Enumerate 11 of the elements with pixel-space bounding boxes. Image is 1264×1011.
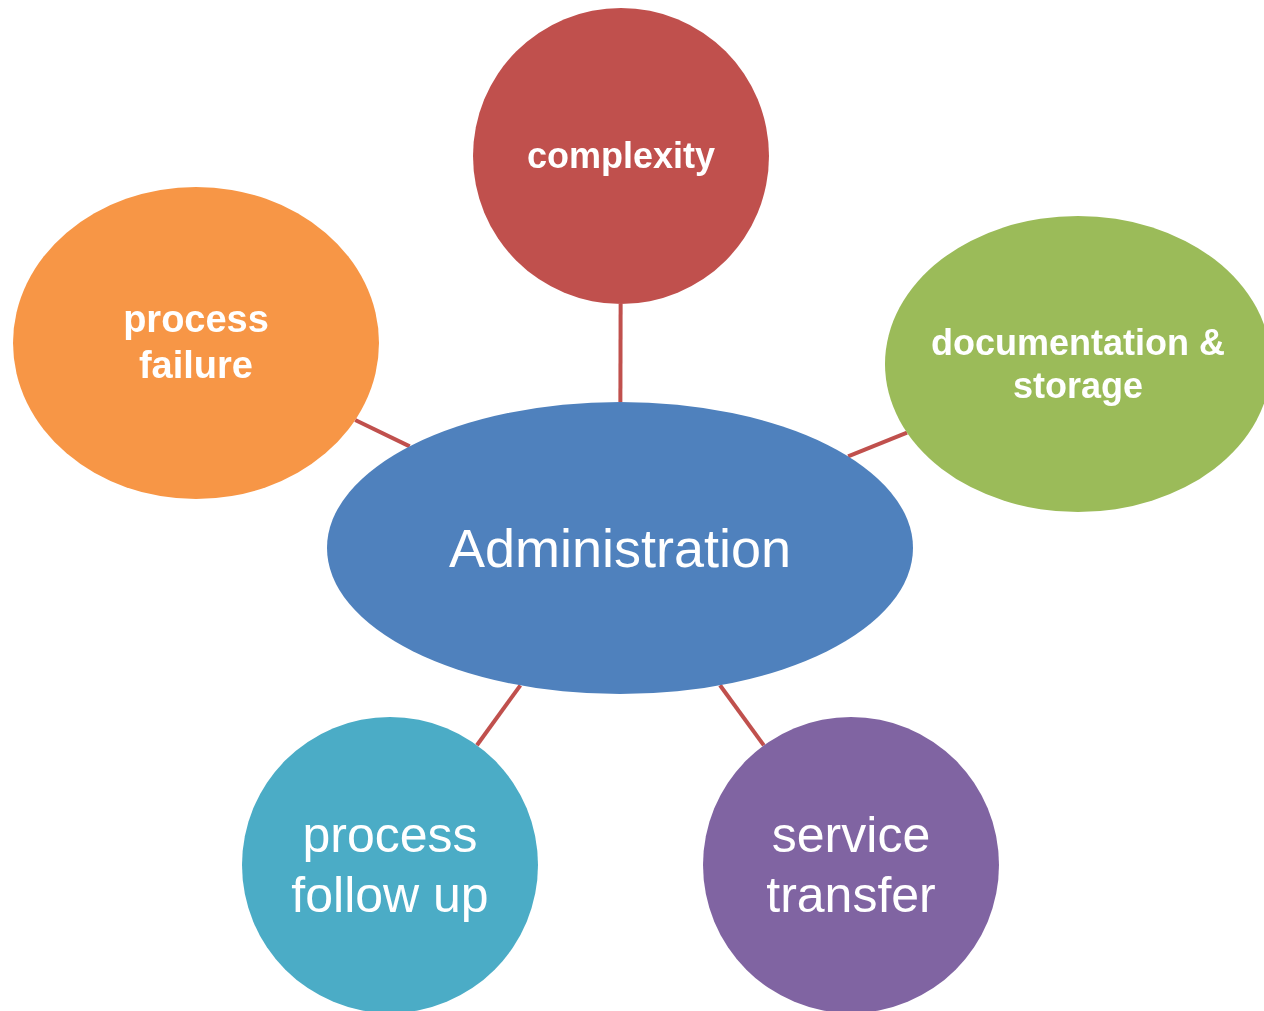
connector-line [475, 684, 522, 747]
node-label: service transfer [765, 806, 937, 925]
node-label: process follow up [290, 806, 490, 925]
node-label: Administration [448, 516, 792, 580]
node-label: complexity [526, 134, 716, 178]
connector-line [847, 430, 908, 459]
node-label: process failure [122, 297, 270, 388]
connector-line [718, 684, 766, 747]
node-label: documentation & storage [930, 320, 1226, 408]
connector-line [354, 418, 411, 449]
connector-line [618, 304, 623, 402]
